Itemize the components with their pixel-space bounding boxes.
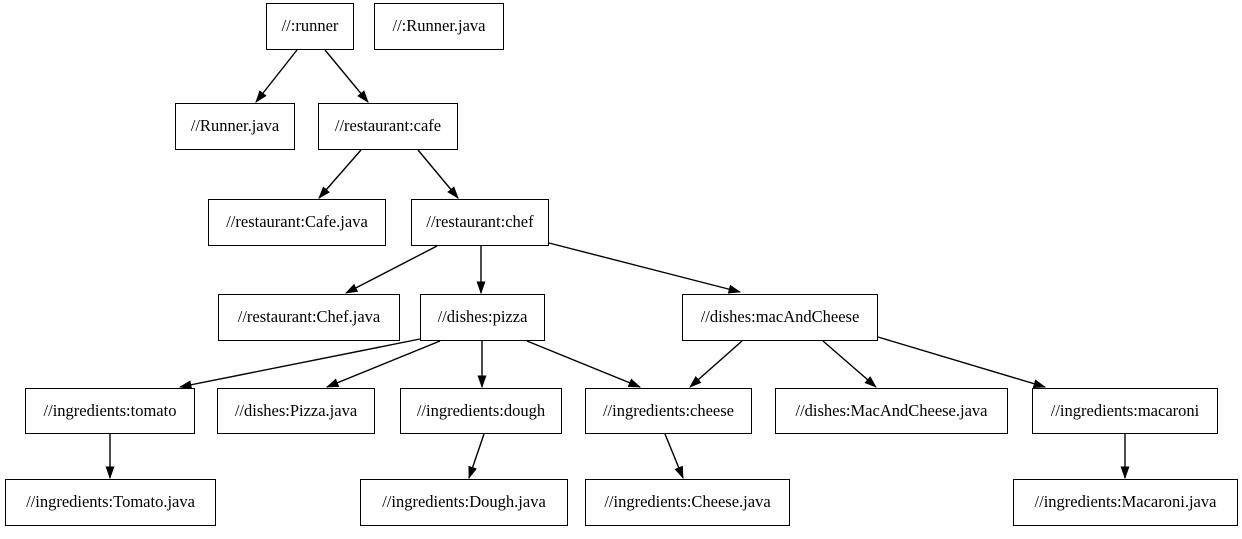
graph-node-label: //restaurant:Chef.java [237, 307, 381, 327]
graph-node-cafe_java[interactable]: //restaurant:Cafe.java [208, 199, 386, 246]
graph-node-label: //:Runner.java [392, 16, 486, 36]
graph-node-label: //ingredients:Tomato.java [26, 492, 195, 512]
graph-node-tomato_java[interactable]: //ingredients:Tomato.java [5, 479, 216, 526]
graph-node-label: //ingredients:Dough.java [382, 492, 546, 512]
graph-node-label: //dishes:MacAndCheese.java [795, 400, 988, 420]
graph-node-ing_dough[interactable]: //ingredients:dough [400, 388, 562, 434]
graph-node-macandchz_java[interactable]: //dishes:MacAndCheese.java [775, 388, 1008, 434]
graph-node-label: //ingredients:Macaroni.java [1034, 492, 1217, 512]
graph-node-label: //ingredients:cheese [602, 400, 735, 420]
graph-node-label: //:runner [281, 16, 339, 36]
graph-node-label: //restaurant:cafe [334, 116, 442, 136]
graph-node-dough_java[interactable]: //ingredients:Dough.java [360, 479, 568, 526]
graph-node-dishes_pizza[interactable]: //dishes:pizza [420, 294, 545, 341]
graph-node-label: //restaurant:chef [426, 212, 534, 232]
graph-node-label: //Runner.java [190, 116, 280, 136]
graph-node-label: //ingredients:tomato [43, 400, 177, 420]
graph-node-dishes_macandchz[interactable]: //dishes:macAndCheese [682, 294, 878, 341]
graph-node-label: //dishes:Pizza.java [234, 400, 358, 420]
graph-node-root_runner_java[interactable]: //:Runner.java [374, 3, 504, 50]
graph-node-pizza_java[interactable]: //dishes:Pizza.java [217, 388, 375, 434]
graph-node-runner_java[interactable]: //Runner.java [175, 103, 295, 150]
graph-node-label: //dishes:pizza [437, 307, 528, 327]
graph-node-label: //ingredients:macaroni [1050, 400, 1200, 420]
graph-node-label: //ingredients:Cheese.java [604, 492, 771, 512]
graph-node-restaurant_cafe[interactable]: //restaurant:cafe [318, 103, 458, 150]
graph-node-ing_tomato[interactable]: //ingredients:tomato [25, 388, 195, 434]
graph-node-label: //dishes:macAndCheese [700, 307, 860, 327]
graph-node-runner[interactable]: //:runner [266, 3, 354, 50]
graph-node-restaurant_chef[interactable]: //restaurant:chef [411, 199, 549, 246]
graph-node-ing_cheese[interactable]: //ingredients:cheese [585, 388, 752, 434]
graph-node-label: //restaurant:Cafe.java [226, 212, 368, 232]
graph-node-chef_java[interactable]: //restaurant:Chef.java [218, 294, 400, 341]
graph-node-cheese_java[interactable]: //ingredients:Cheese.java [585, 479, 790, 526]
graph-node-macaroni_java[interactable]: //ingredients:Macaroni.java [1013, 479, 1238, 526]
graph-node-ing_macaroni[interactable]: //ingredients:macaroni [1032, 388, 1218, 434]
graph-node-label: //ingredients:dough [416, 400, 546, 420]
